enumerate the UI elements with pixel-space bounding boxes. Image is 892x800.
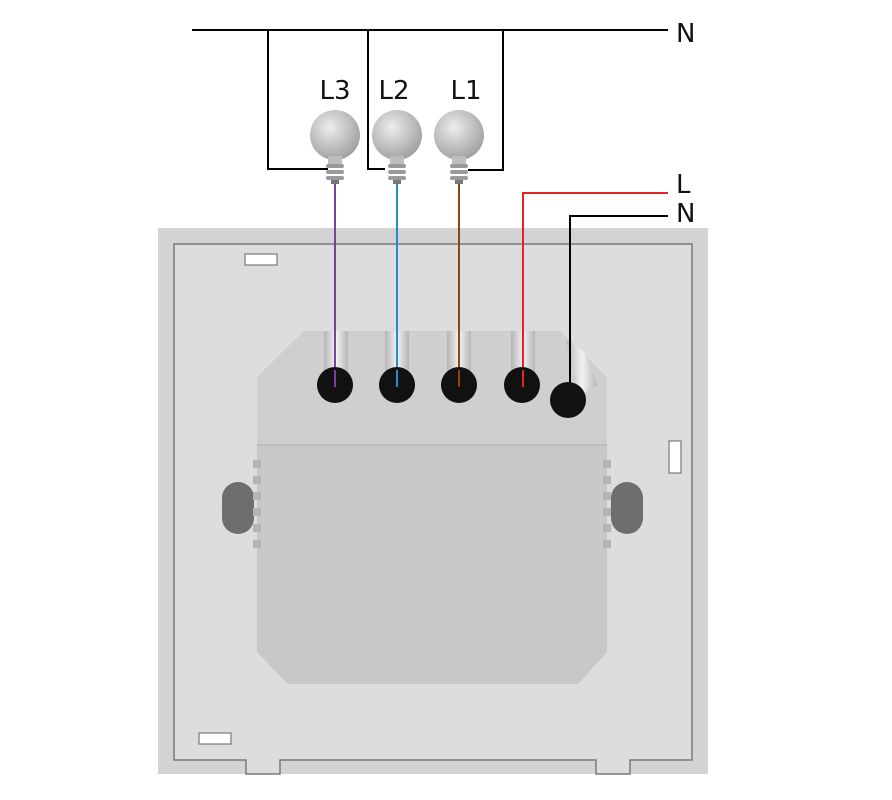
neutral-wire-to-l3 [267, 30, 328, 170]
label-live: L [676, 170, 691, 200]
mounting-hole-right [611, 482, 643, 534]
relay-module [253, 331, 611, 684]
module-vents-left [253, 460, 261, 548]
neutral-wire-to-l2 [367, 30, 385, 170]
bulb-l3 [310, 110, 360, 184]
terminal-wire-ends [334, 370, 524, 387]
label-neutral: N [676, 199, 695, 229]
bulb-l2 [372, 110, 422, 184]
module-vents-right [603, 460, 611, 548]
label-lamp-1: L1 [450, 76, 481, 106]
label-top-neutral: N [676, 19, 695, 49]
live-supply-wire [522, 192, 668, 383]
terminal-neutral [550, 382, 586, 418]
module-body [257, 445, 607, 684]
label-lamp-3: L3 [319, 76, 350, 106]
plate-slot-right [668, 440, 682, 474]
module-terminal-block [257, 331, 607, 445]
bulb-l3-icon [310, 110, 360, 160]
label-lamp-2: L2 [378, 76, 409, 106]
plate-slot-bottom [198, 732, 232, 745]
terminal-post-neutral [566, 340, 598, 395]
neutral-supply-wire [569, 215, 668, 399]
wires [192, 29, 668, 399]
bulb-l1-icon [434, 110, 484, 160]
plate-slot-top [244, 253, 278, 266]
mounting-hole-left [222, 482, 254, 534]
neutral-wire-to-l1 [468, 30, 504, 171]
bulb-l2-icon [372, 110, 422, 160]
bulb-l1 [434, 110, 484, 184]
